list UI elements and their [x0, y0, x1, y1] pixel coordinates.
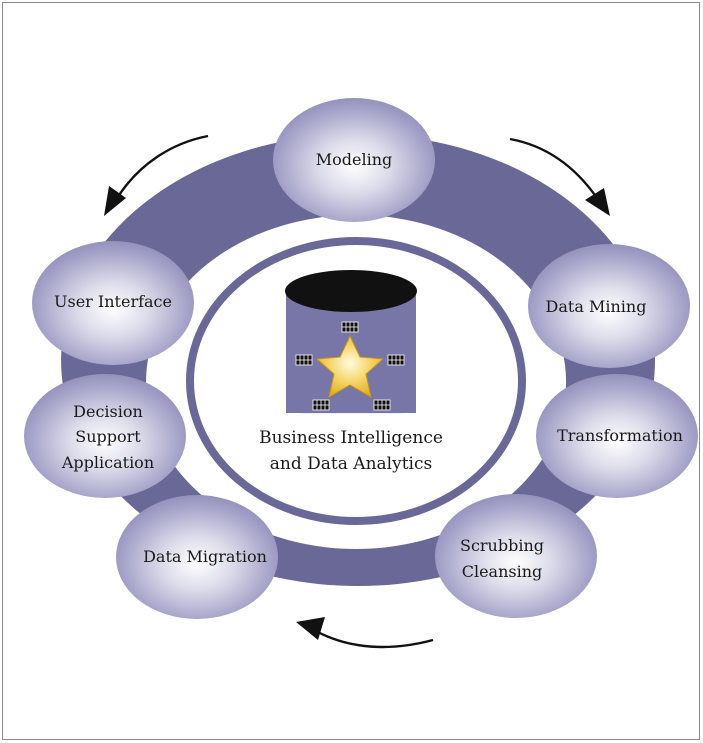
node-scrubbing-label: Scrubbing	[460, 536, 544, 555]
center-label-line1: Business Intelligence	[259, 428, 443, 448]
node-data-migration-label: Data Migration	[143, 547, 267, 566]
center-label-line2: and Data Analytics	[270, 454, 432, 474]
node-transformation-label: Transformation	[557, 426, 683, 445]
node-modeling-label: Modeling	[316, 150, 393, 169]
outer-ring	[61, 134, 656, 586]
node-decision-support: Decision Support Application	[24, 374, 186, 498]
arrow-top-right-head-icon	[585, 188, 610, 216]
node-application-label: Application	[61, 453, 154, 472]
node-data-mining-label: Data Mining	[546, 297, 647, 316]
node-transformation: Transformation	[536, 374, 698, 498]
node-scrubbing-cleansing: Scrubbing Cleansing	[435, 494, 597, 618]
star-icon	[315, 334, 385, 398]
inner-ring	[186, 237, 526, 525]
node-data-mining: Data Mining	[528, 244, 690, 368]
node-modeling: Modeling	[273, 98, 435, 222]
arrow-top-left-icon	[114, 134, 209, 201]
node-data-migration: Data Migration	[116, 495, 278, 619]
node-user-interface: User Interface	[32, 241, 194, 365]
grid-icon	[295, 321, 405, 411]
arrow-top-right-icon	[509, 137, 598, 199]
node-support-label: Support	[75, 427, 141, 446]
node-decision-label: Decision	[73, 402, 143, 421]
arrow-top-left-head-icon	[104, 186, 126, 216]
node-cleansing-label: Cleansing	[462, 562, 543, 581]
arrow-bottom-icon	[313, 628, 434, 649]
arrow-bottom-head-icon	[296, 617, 325, 640]
node-user-interface-label: User Interface	[54, 292, 172, 311]
